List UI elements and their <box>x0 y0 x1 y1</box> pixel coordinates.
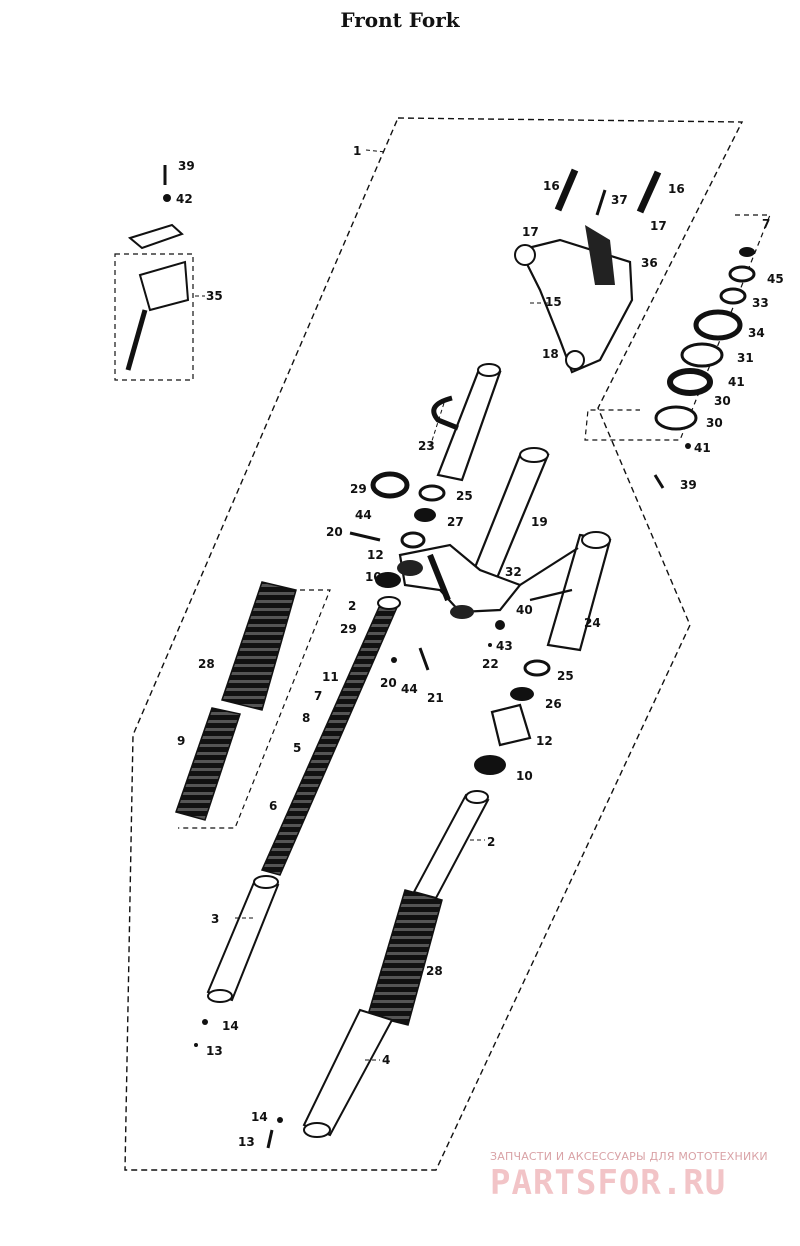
callout-7b: 7 <box>314 689 322 703</box>
callout-16b: 16 <box>668 182 685 196</box>
left-fork-top-hardware <box>349 471 446 588</box>
diagram-title: Front Fork <box>340 8 460 32</box>
callout-17a: 17 <box>522 225 539 239</box>
callout-31: 31 <box>737 351 754 365</box>
callout-22: 22 <box>482 657 499 671</box>
callout-16a: 16 <box>543 179 560 193</box>
steering-stem-washers <box>653 247 756 489</box>
callout-41b: 41 <box>694 441 711 455</box>
callout-13b: 13 <box>238 1135 255 1149</box>
callout-11: 11 <box>322 670 339 684</box>
callout-27: 27 <box>447 515 464 529</box>
watermark-tagline: ЗАПЧАСТИ И АКСЕССУАРЫ ДЛЯ МОТОТЕХНИКИ <box>490 1150 768 1163</box>
callout-3: 3 <box>211 912 219 926</box>
callout-37: 37 <box>611 193 628 207</box>
callout-18: 18 <box>542 347 559 361</box>
callout-39a: 39 <box>178 159 195 173</box>
right-fork-top-hardware <box>474 620 551 775</box>
bearing-stack-outline <box>584 214 771 441</box>
callout-32: 32 <box>505 565 522 579</box>
assembly-outline <box>124 117 744 1171</box>
callout-2a: 2 <box>348 599 356 613</box>
callout-15: 15 <box>545 295 562 309</box>
callout-2b: 2 <box>487 835 495 849</box>
callout-10a: 10 <box>365 570 382 584</box>
callout-36: 36 <box>641 256 658 270</box>
headlight-bracket-right <box>519 531 612 652</box>
callout-24: 24 <box>584 616 601 630</box>
right-inner-tube <box>412 790 490 900</box>
callout-23: 23 <box>418 439 435 453</box>
callout-41a: 41 <box>728 375 745 389</box>
callout-30b: 30 <box>706 416 723 430</box>
callout-7: 7 <box>762 217 770 231</box>
callout-5: 5 <box>293 741 301 755</box>
callout-26: 26 <box>545 697 562 711</box>
callout-10b: 10 <box>516 769 533 783</box>
callout-12b: 12 <box>536 734 553 748</box>
callout-29b: 29 <box>340 622 357 636</box>
lower-bracket <box>397 543 522 619</box>
left-fork-damper <box>260 596 430 876</box>
switch-box-outline <box>114 253 194 381</box>
callout-29: 29 <box>350 482 367 496</box>
callout-19: 19 <box>531 515 548 529</box>
callout-21: 21 <box>427 691 444 705</box>
callout-42: 42 <box>176 192 193 206</box>
callout-28b: 28 <box>426 964 443 978</box>
right-rubber-boot <box>367 889 443 1026</box>
callout-1: 1 <box>353 144 361 158</box>
leader-lines <box>195 149 548 1061</box>
right-outer-tube <box>266 1008 394 1149</box>
callout-35: 35 <box>206 289 223 303</box>
callout-9: 9 <box>177 734 185 748</box>
headlight-bracket-left <box>431 363 502 482</box>
callout-28a: 28 <box>198 657 215 671</box>
callout-33: 33 <box>752 296 769 310</box>
callout-6: 6 <box>269 799 277 813</box>
callout-12a: 12 <box>367 548 384 562</box>
callout-25a: 25 <box>456 489 473 503</box>
callout-17b: 17 <box>650 219 667 233</box>
callout-39b: 39 <box>680 478 697 492</box>
callout-45: 45 <box>767 272 784 286</box>
watermark-logo: PARTSFOR.RU <box>490 1163 727 1203</box>
callout-40: 40 <box>516 603 533 617</box>
callout-4: 4 <box>382 1053 390 1067</box>
callout-44a: 44 <box>355 508 372 522</box>
callout-44b: 44 <box>401 682 418 696</box>
callout-8: 8 <box>302 711 310 725</box>
callout-14a: 14 <box>222 1019 239 1033</box>
callout-13a: 13 <box>206 1044 223 1058</box>
callout-34: 34 <box>748 326 765 340</box>
upper-bracket <box>514 168 662 374</box>
callout-43: 43 <box>496 639 513 653</box>
callout-25b: 25 <box>557 669 574 683</box>
left-rubber-boot-upper <box>221 581 297 711</box>
callout-14b: 14 <box>251 1110 268 1124</box>
callout-20b: 20 <box>380 676 397 690</box>
ignition-switch <box>125 165 190 371</box>
callout-20a: 20 <box>326 525 343 539</box>
callout-labels: 1 39 42 35 16 37 16 17 17 7 36 45 15 33 … <box>176 144 784 1149</box>
left-rubber-boot-lower <box>175 707 241 821</box>
left-outer-tube <box>194 875 280 1047</box>
callout-30a: 30 <box>714 394 731 408</box>
